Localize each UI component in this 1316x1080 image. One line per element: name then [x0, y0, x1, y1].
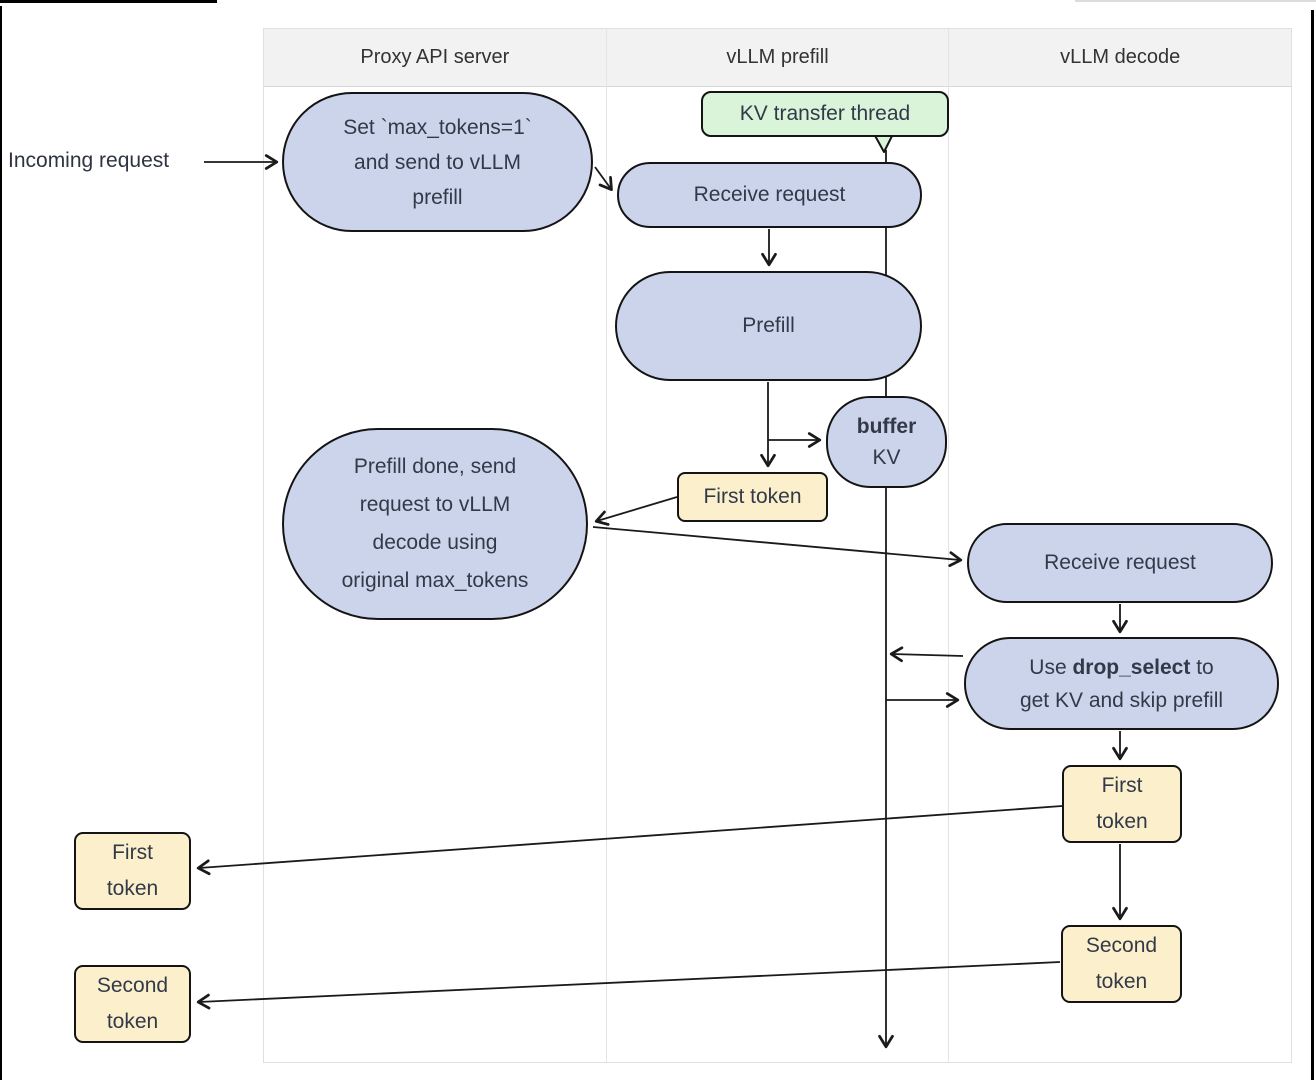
node-text-line: Receive request — [693, 183, 846, 206]
kv-transfer-thread-note: KV transfer thread — [701, 91, 949, 137]
node-text-line: Prefill — [742, 314, 795, 337]
node-text-line: get KV and skip prefill — [1019, 688, 1224, 712]
lane-vllm-decode: vLLM decode — [948, 29, 1292, 1062]
node-text-line: buffer — [856, 415, 917, 438]
arrow-drop-select-to-kv-thread — [889, 646, 964, 663]
drop-select-suffix: to — [1190, 655, 1214, 679]
lane-vllm-prefill: vLLM prefill — [605, 29, 949, 1062]
first-token-prefill-node: First token — [677, 472, 828, 522]
set-max-tokens-node: Set `max_tokens=1` and send to vLLM pref… — [282, 92, 593, 232]
node-text-line: original max_tokens — [341, 569, 529, 592]
node-text-line: decode using — [372, 531, 498, 554]
node-text-line: token — [106, 877, 159, 900]
node-text-line: First token — [703, 485, 802, 508]
arrow-first-token-response — [196, 805, 1063, 876]
arrow-second-token-response — [196, 961, 1061, 1010]
node-text-line: Second — [1085, 934, 1158, 957]
node-text-line: request to vLLM — [359, 493, 511, 516]
second-token-left-node: Second token — [74, 965, 191, 1043]
drop-select-node: Use drop_select to get KV and skip prefi… — [964, 637, 1279, 730]
node-text-line: First — [1101, 774, 1143, 797]
buffer-kv-node: buffer KV — [826, 396, 947, 488]
prefill-node: Prefill — [615, 271, 922, 381]
drop-select-prefix: Use — [1029, 655, 1073, 679]
arrow-proxy-to-decode — [592, 526, 963, 567]
node-text-line: token — [1096, 810, 1148, 833]
node-text-line: Use drop_select to — [1029, 651, 1213, 684]
node-text-line: Set `max_tokens=1` — [343, 115, 532, 139]
lane-header-proxy: Proxy API server — [264, 29, 606, 87]
node-text-line: KV transfer thread — [739, 102, 911, 125]
node-text-line: token — [106, 1010, 159, 1033]
node-text-line: token — [1095, 970, 1148, 993]
frame-left — [0, 6, 2, 1080]
node-text-line: Second — [96, 974, 169, 997]
node-text-line: prefill — [412, 185, 463, 209]
lane-header-decode: vLLM decode — [949, 29, 1292, 87]
frame-top-left — [0, 0, 217, 3]
frame-right — [1311, 10, 1314, 1080]
first-token-decode-node: First token — [1062, 765, 1182, 843]
node-text-line: Prefill done, send — [353, 455, 517, 478]
arrow-first-token-to-proxy — [594, 496, 678, 526]
lane-header-prefill: vLLM prefill — [606, 29, 949, 87]
receive-request-prefill-node: Receive request — [617, 162, 922, 228]
incoming-request-label: Incoming request — [8, 149, 170, 172]
frame-top-right — [1075, 0, 1316, 2]
drop-select-keyword: drop_select — [1072, 655, 1191, 679]
node-text-line: First — [112, 841, 153, 864]
receive-request-decode-node: Receive request — [967, 523, 1273, 603]
lane-proxy-api-server: Proxy API server — [264, 29, 606, 1062]
prefill-done-node: Prefill done, send request to vLLM decod… — [282, 428, 588, 620]
second-token-decode-node: Second token — [1061, 925, 1182, 1003]
node-text-line: and send to vLLM — [354, 150, 521, 174]
node-text-line: KV — [872, 446, 901, 469]
arrow-proxy-to-prefill — [594, 166, 613, 192]
first-token-left-node: First token — [74, 832, 191, 910]
node-text-line: Receive request — [1044, 551, 1196, 574]
